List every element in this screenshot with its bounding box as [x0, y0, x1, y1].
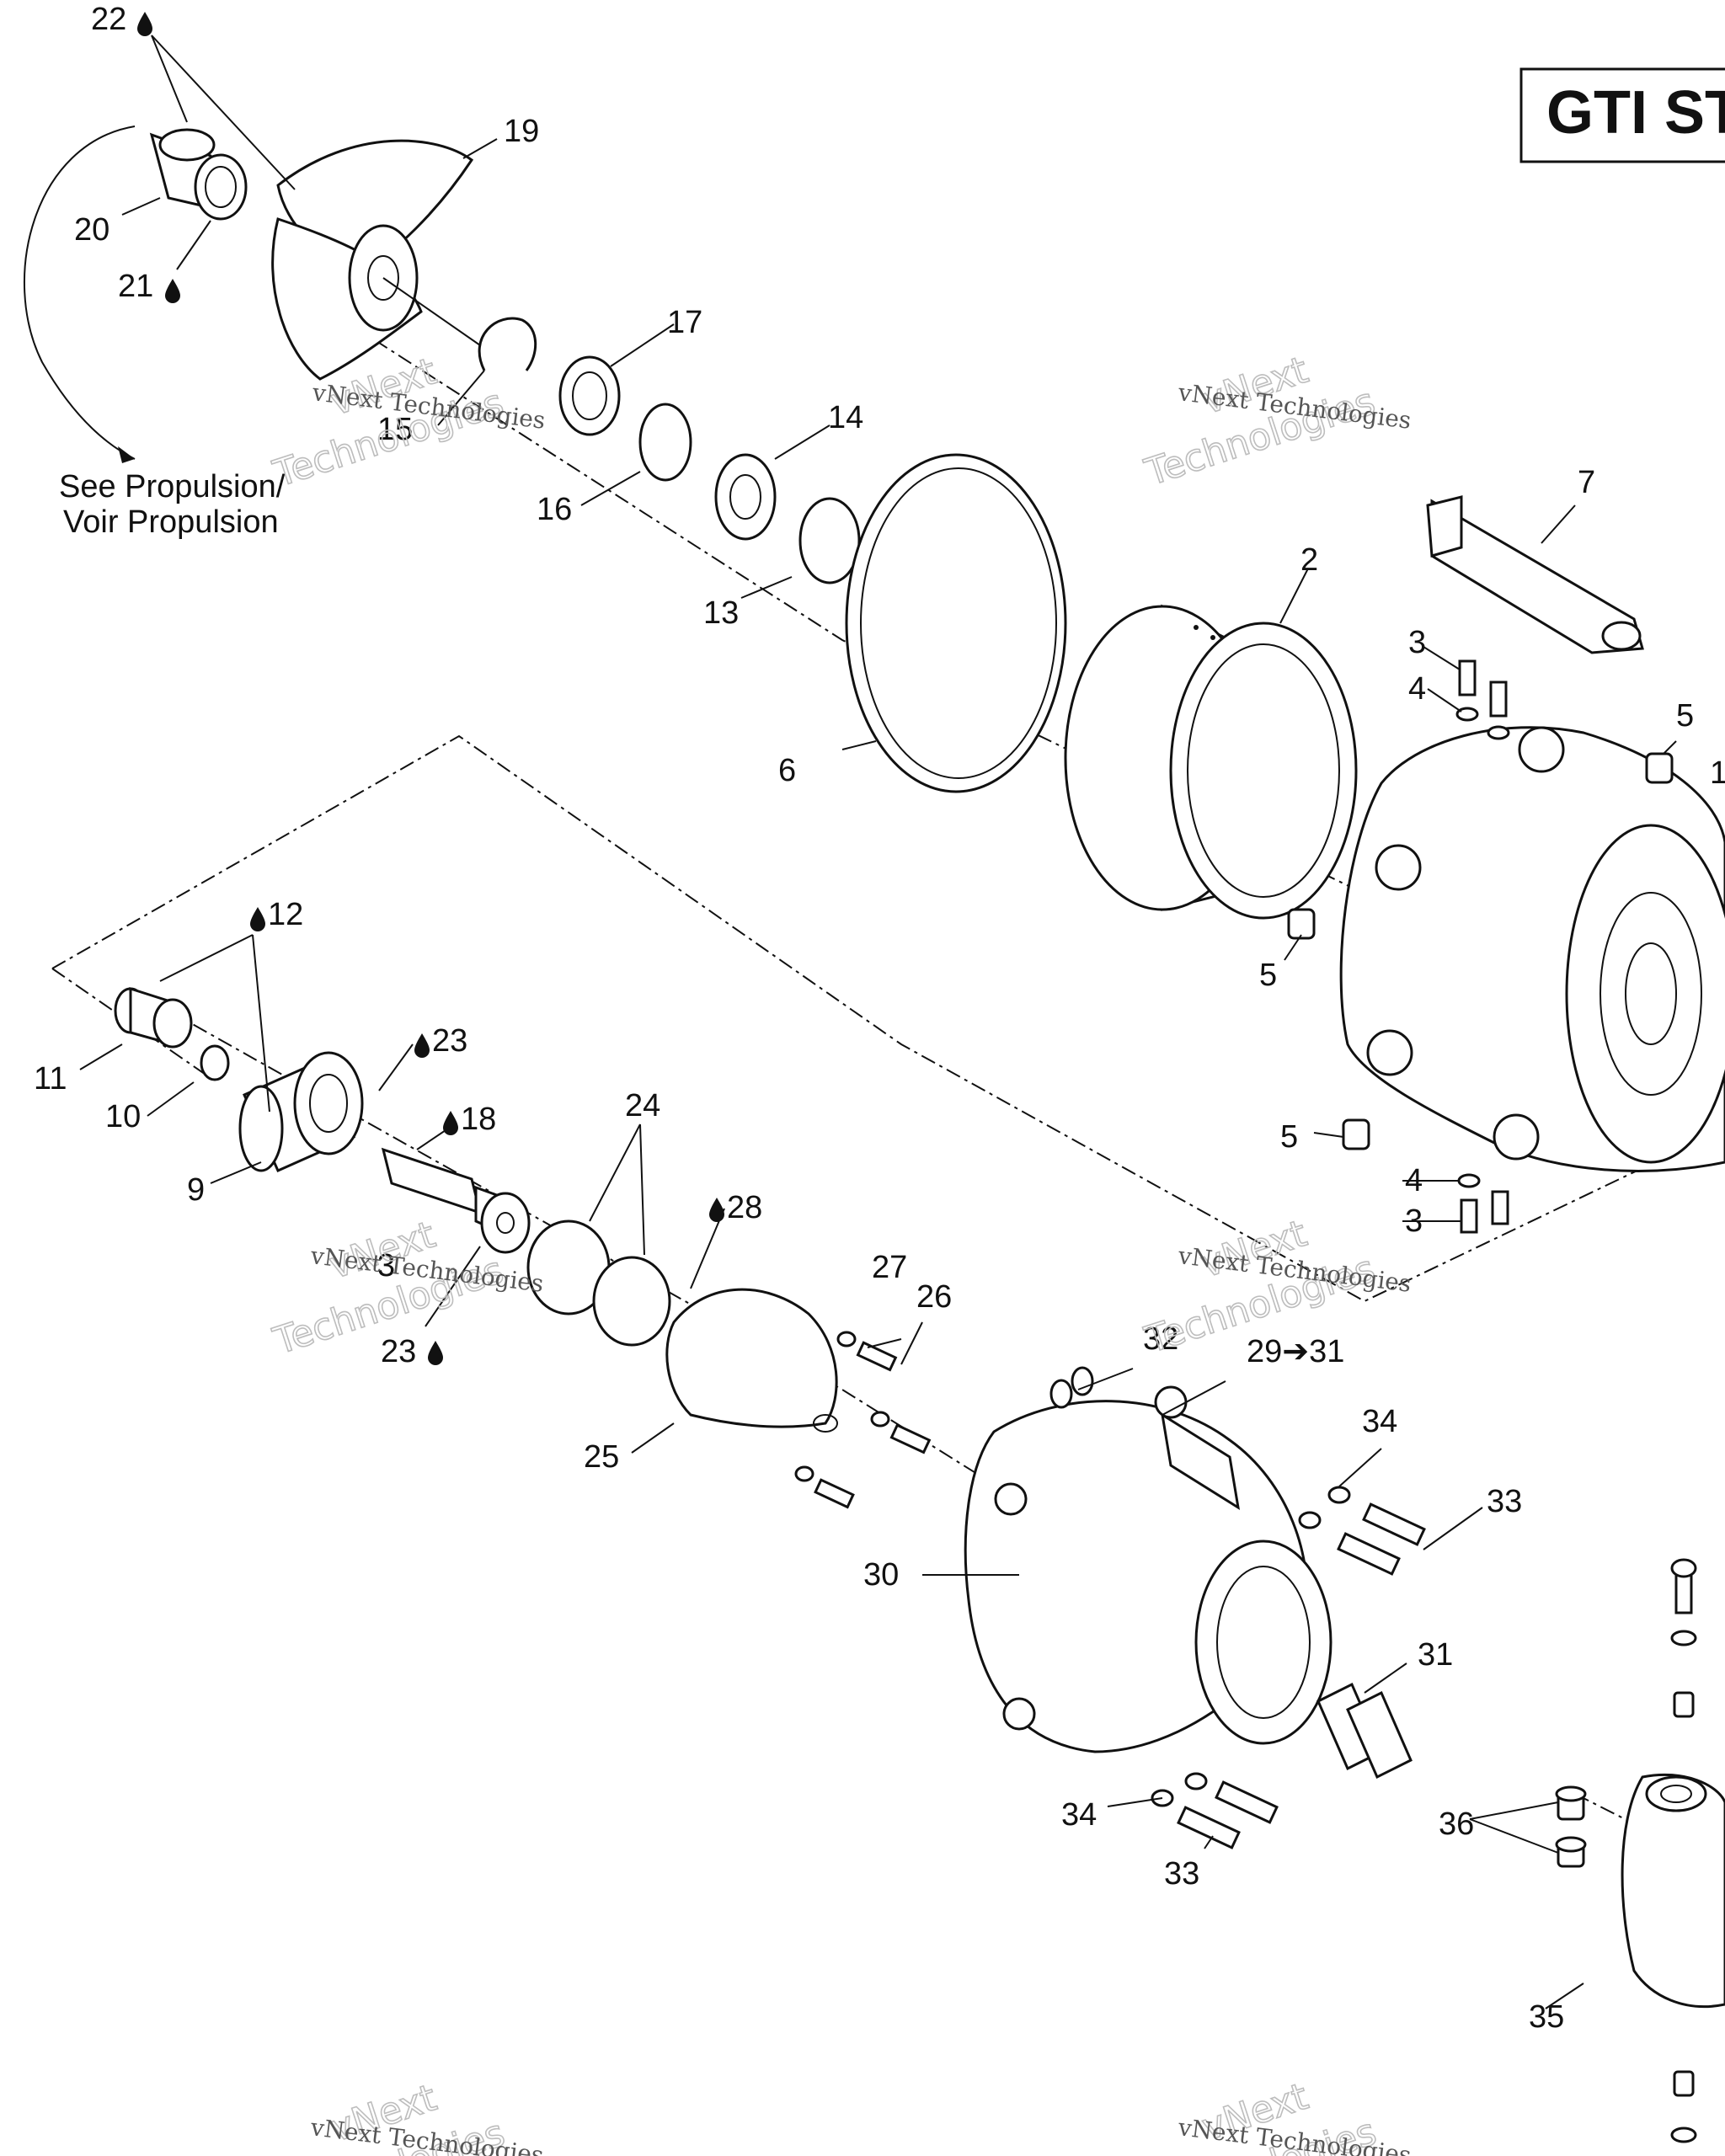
label-6: 6 — [778, 753, 796, 788]
label-35: 35 — [1529, 1999, 1564, 2035]
cone-part — [665, 1288, 838, 1433]
spacer-part — [480, 1192, 531, 1254]
label-36: 36 — [1439, 1806, 1474, 1842]
label-28: 28 — [727, 1190, 762, 1225]
impeller-part — [271, 139, 481, 381]
circlip-part — [478, 317, 537, 371]
label-5b: 5 — [1259, 958, 1277, 993]
bearing-part — [714, 453, 777, 541]
label-4b: 4 — [1405, 1163, 1423, 1198]
venturi-part — [964, 1385, 1332, 1753]
cone-screws — [794, 1331, 932, 1509]
label-13: 13 — [703, 595, 739, 631]
nozzle-part — [1621, 1773, 1725, 2009]
label-5c: 5 — [1280, 1119, 1298, 1155]
bearing-housing-part — [238, 1051, 364, 1172]
label-22: 22 — [91, 2, 126, 37]
label-24: 24 — [625, 1088, 660, 1123]
lubricant-drop-icon — [709, 1198, 724, 1222]
label-34b: 34 — [1061, 1797, 1097, 1833]
label-23b: 23 — [381, 1334, 416, 1369]
venturi-bolts-upper — [1298, 1486, 1426, 1576]
label-34a: 34 — [1362, 1404, 1397, 1439]
seal-part — [558, 355, 621, 436]
pump-housing-part — [1339, 726, 1725, 1172]
label-2: 2 — [1300, 542, 1318, 578]
ring-part — [638, 403, 692, 482]
lubricant-drop-icon — [137, 12, 152, 36]
venturi-bolts-lower — [1151, 1772, 1279, 1849]
screws-bottom — [1457, 1173, 1509, 1234]
small-o-ring-part — [200, 1044, 230, 1081]
model-title-box: GTI ST — [1519, 67, 1725, 163]
label-27: 27 — [872, 1250, 907, 1285]
label-26: 26 — [916, 1279, 952, 1315]
support-bar-part — [1426, 495, 1644, 654]
label-29: 29➔31 — [1247, 1334, 1344, 1369]
label-30: 30 — [863, 1557, 899, 1593]
reference-note-line1: See Propulsion/ — [59, 469, 286, 504]
lubricant-drop-icon — [428, 1341, 443, 1365]
nozzle-bolt-stack — [1670, 1558, 1697, 2143]
label-20: 20 — [74, 212, 109, 248]
label-1: 1 — [1710, 755, 1725, 791]
lubricant-drop-icon — [443, 1111, 458, 1135]
o-ring-24b — [592, 1256, 671, 1347]
wear-ring-part — [1064, 604, 1358, 920]
small-ring-32a — [1049, 1379, 1073, 1409]
large-seal-ring-part — [845, 453, 1067, 793]
label-14: 14 — [828, 400, 863, 435]
label-9: 9 — [187, 1172, 205, 1208]
lubricant-drop-icon — [165, 279, 180, 303]
screws-top — [1455, 659, 1510, 740]
label-5a: 5 — [1676, 698, 1694, 734]
label-19: 19 — [504, 114, 539, 149]
axis-line — [277, 277, 1433, 927]
label-3c: 3 — [377, 1248, 395, 1283]
reference-note-line2: Voir Propulsion — [63, 504, 279, 540]
label-33b: 33 — [1164, 1856, 1199, 1892]
label-32: 32 — [1143, 1321, 1178, 1357]
nozzle-bushings — [1555, 1785, 1587, 1868]
lower-cap-part — [114, 986, 193, 1049]
model-title: GTI ST — [1546, 79, 1725, 147]
label-3b: 3 — [1405, 1203, 1423, 1239]
callout-labels: 22 19 20 21 15 17 14 16 13 6 2 7 3 4 5 1… — [34, 2, 1725, 2035]
impeller-sleeve-part — [149, 128, 248, 221]
label-31: 31 — [1418, 1637, 1453, 1673]
bushing-a — [1645, 752, 1674, 784]
pins-part — [1316, 1682, 1413, 1780]
small-ring-32b — [1071, 1366, 1094, 1396]
label-7: 7 — [1578, 465, 1595, 500]
label-16: 16 — [537, 492, 572, 527]
label-23a: 23 — [432, 1023, 467, 1059]
label-10: 10 — [105, 1099, 141, 1134]
label-25: 25 — [584, 1439, 619, 1475]
label-11: 11 — [34, 1061, 67, 1097]
label-4a: 4 — [1408, 671, 1426, 707]
label-12: 12 — [268, 897, 303, 932]
leader-lines — [79, 35, 1677, 2009]
bushing-c — [1342, 1118, 1370, 1150]
label-33a: 33 — [1487, 1484, 1522, 1519]
lubricant-drop-icon — [250, 907, 265, 931]
label-17: 17 — [667, 305, 702, 340]
label-21: 21 — [118, 269, 153, 304]
reference-arrow — [24, 125, 136, 460]
label-15: 15 — [377, 412, 413, 447]
lubricant-drop-icon — [414, 1033, 430, 1058]
label-3a: 3 — [1408, 625, 1426, 660]
label-18: 18 — [461, 1102, 496, 1137]
o-ring-part — [798, 497, 861, 584]
bushing-b — [1287, 908, 1316, 940]
subassembly-frame — [51, 734, 1725, 1303]
